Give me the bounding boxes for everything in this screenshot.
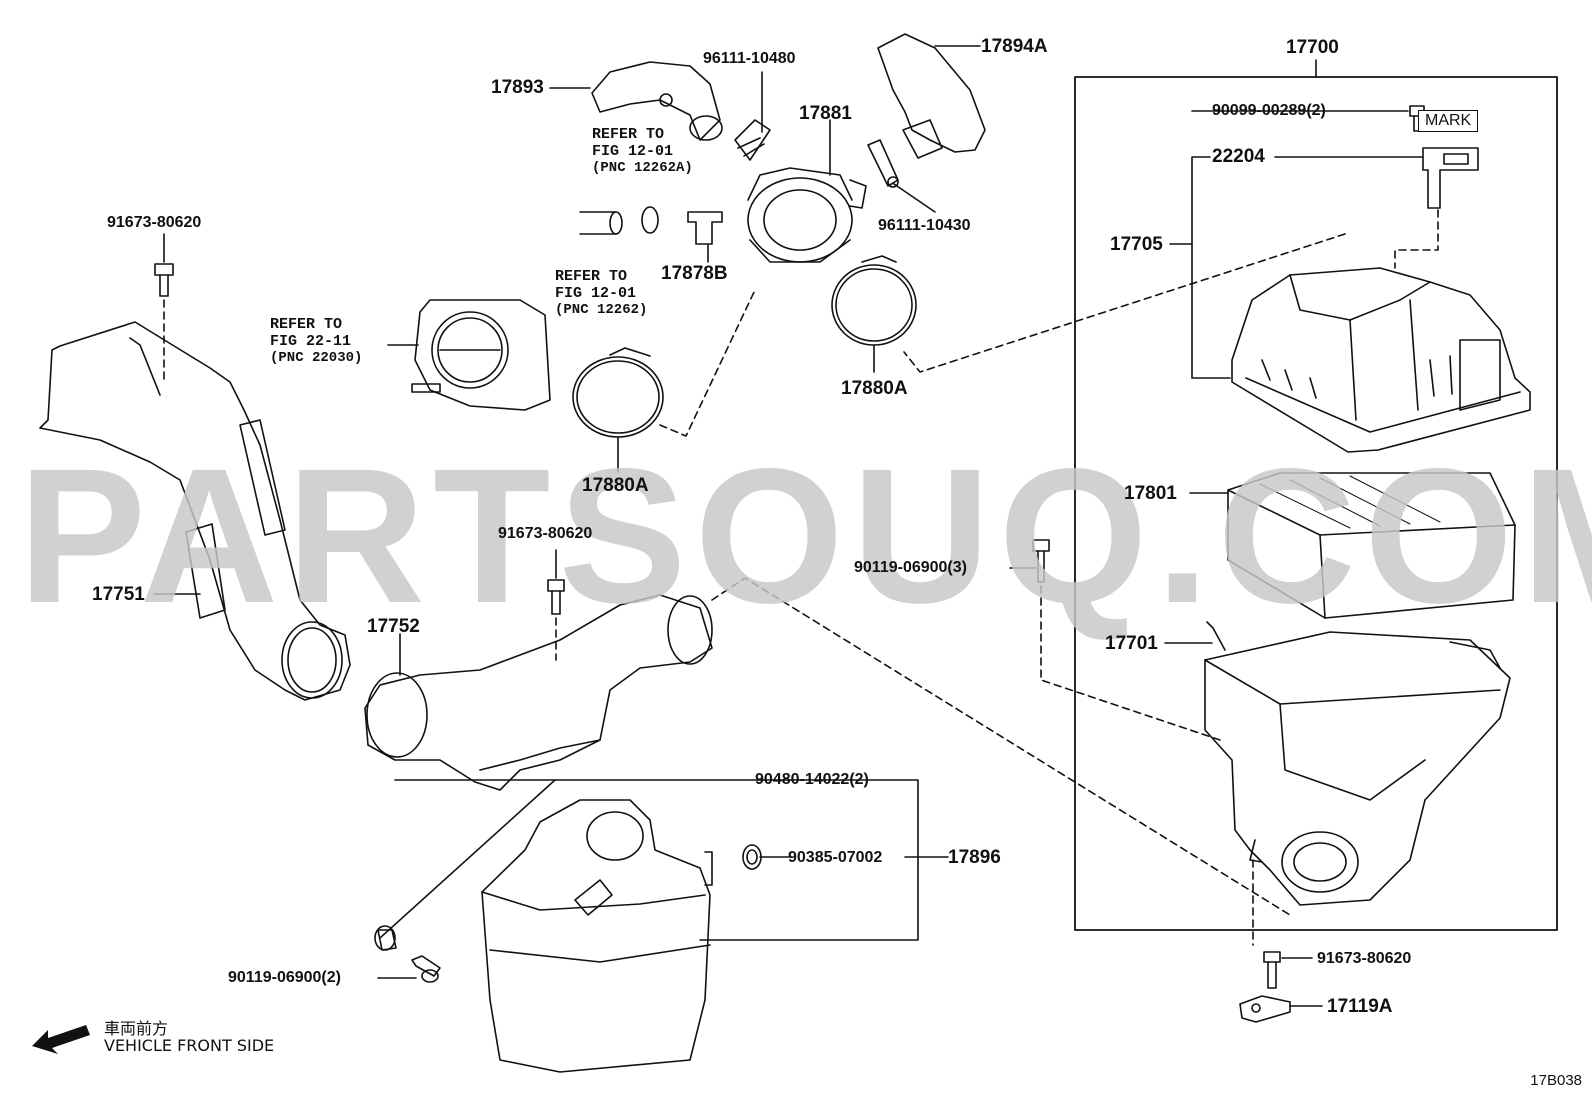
- refer-note-line: REFER TO: [270, 316, 343, 333]
- refer-note-22030[interactable]: REFER TO FIG 22-11 (PNC 22030): [270, 316, 362, 367]
- refer-note-line: REFER TO: [555, 268, 628, 285]
- air-cleaner-cover-shape: [1231, 267, 1531, 453]
- refer-note-12262A[interactable]: REFER TO FIG 12-01 (PNC 12262A): [592, 126, 693, 177]
- vehicle-front-label-jp: 車両前方: [104, 1019, 169, 1038]
- callout-91673-80620-right[interactable]: 91673-80620: [1317, 950, 1412, 967]
- dash-17752-to-case: [711, 577, 1291, 916]
- clip-96111-10480-shape: [734, 119, 771, 161]
- air-duct-17752-shape: [364, 594, 713, 791]
- callout-17119A[interactable]: 17119A: [1327, 996, 1393, 1017]
- grommet-90385-shape: [742, 844, 762, 870]
- callout-90480-14022[interactable]: 90480-14022(2): [755, 771, 869, 788]
- refer-note-pnc: (PNC 22030): [270, 350, 363, 366]
- fitting-17878B-shape: [687, 211, 723, 245]
- callout-17881[interactable]: 17881: [799, 103, 852, 124]
- callout-91673-80620-left[interactable]: 91673-80620: [107, 214, 202, 231]
- clip-96111-10430-shape: [867, 139, 899, 188]
- callout-96111-10480[interactable]: 96111-10480: [703, 50, 796, 67]
- throttle-body-shape: [411, 299, 551, 411]
- hose-12262-shape: [579, 211, 617, 235]
- vehicle-front-label-en: VEHICLE FRONT SIDE: [104, 1036, 275, 1055]
- callout-17896[interactable]: 17896: [948, 847, 1001, 868]
- leader-90480: [379, 779, 556, 939]
- clamp-17880A-right-shape: [831, 255, 917, 346]
- callout-17751[interactable]: 17751: [92, 584, 145, 605]
- refer-note-line: FIG 22-11: [270, 333, 352, 350]
- callout-90099-00289[interactable]: 90099-00289(2): [1212, 102, 1326, 119]
- air-cleaner-case-17701-shape: [1204, 621, 1511, 906]
- callout-17752[interactable]: 17752: [367, 616, 420, 637]
- bracket-17896: [394, 779, 919, 941]
- dash-cover-to-17880A: [903, 233, 1346, 373]
- hose-ring-12262A-shape: [641, 206, 659, 234]
- callout-90119-06900-3[interactable]: 90119-06900(3): [854, 559, 967, 576]
- bolt-91673-right-shape: [1263, 951, 1281, 989]
- maf-sensor-22204-shape: [1422, 147, 1479, 209]
- left-arrow-icon: [32, 1025, 90, 1054]
- callout-90385-07002[interactable]: 90385-07002: [788, 849, 883, 866]
- callout-17701[interactable]: 17701: [1105, 633, 1158, 654]
- bracket-17705: [1191, 156, 1231, 379]
- bolt-90119-2-shape: [411, 955, 441, 983]
- callout-17801[interactable]: 17801: [1124, 483, 1177, 504]
- callout-96111-10430[interactable]: 96111-10430: [878, 217, 971, 234]
- air-filter-17801-shape: [1227, 472, 1516, 619]
- callout-22204[interactable]: 22204: [1212, 146, 1265, 167]
- hose-17894A-shape: [877, 33, 986, 159]
- refer-note-line: FIG 12-01: [555, 285, 637, 302]
- callout-91673-80620-mid[interactable]: 91673-80620: [498, 525, 593, 542]
- hose-17893-shape: [591, 61, 723, 141]
- connector-17881-shape: [747, 167, 867, 263]
- dash-sensor-to-cover: [1394, 209, 1439, 269]
- refer-note-12262[interactable]: REFER TO FIG 12-01 (PNC 12262): [555, 268, 647, 319]
- clamp-17880A-left-shape: [572, 347, 664, 438]
- callout-17880A-right[interactable]: 17880A: [841, 378, 908, 399]
- air-duct-17751-shape: [39, 321, 351, 701]
- callout-17894A[interactable]: 17894A: [981, 36, 1048, 57]
- leader-96111-10430: [893, 183, 936, 213]
- refer-note-pnc: (PNC 12262): [555, 302, 648, 318]
- callout-17705[interactable]: 17705: [1110, 234, 1163, 255]
- bolt-91673-mid-shape: [547, 579, 565, 615]
- bolt-90119-3-shape: [1032, 539, 1050, 583]
- refer-note-line: REFER TO: [592, 126, 665, 143]
- mark-label: MARK: [1418, 110, 1479, 132]
- resonator-17896-shape: [481, 799, 713, 1073]
- bracket-17119A-shape: [1239, 995, 1291, 1023]
- refer-note-pnc: (PNC 12262A): [592, 160, 693, 176]
- callout-17878B[interactable]: 17878B: [661, 263, 728, 284]
- callout-17893[interactable]: 17893: [491, 77, 544, 98]
- callout-17880A-left[interactable]: 17880A: [582, 475, 649, 496]
- bolt-91673-left-shape: [154, 263, 174, 297]
- refer-note-line: FIG 12-01: [592, 143, 674, 160]
- grommet-90480-shape: [374, 925, 397, 951]
- callout-17700[interactable]: 17700: [1286, 37, 1339, 58]
- dash-17880A-to-17881: [659, 289, 756, 437]
- figure-code: 17B038: [1530, 1072, 1582, 1089]
- callout-90119-06900-2[interactable]: 90119-06900(2): [228, 969, 341, 986]
- dash-90119-3: [1040, 585, 1221, 741]
